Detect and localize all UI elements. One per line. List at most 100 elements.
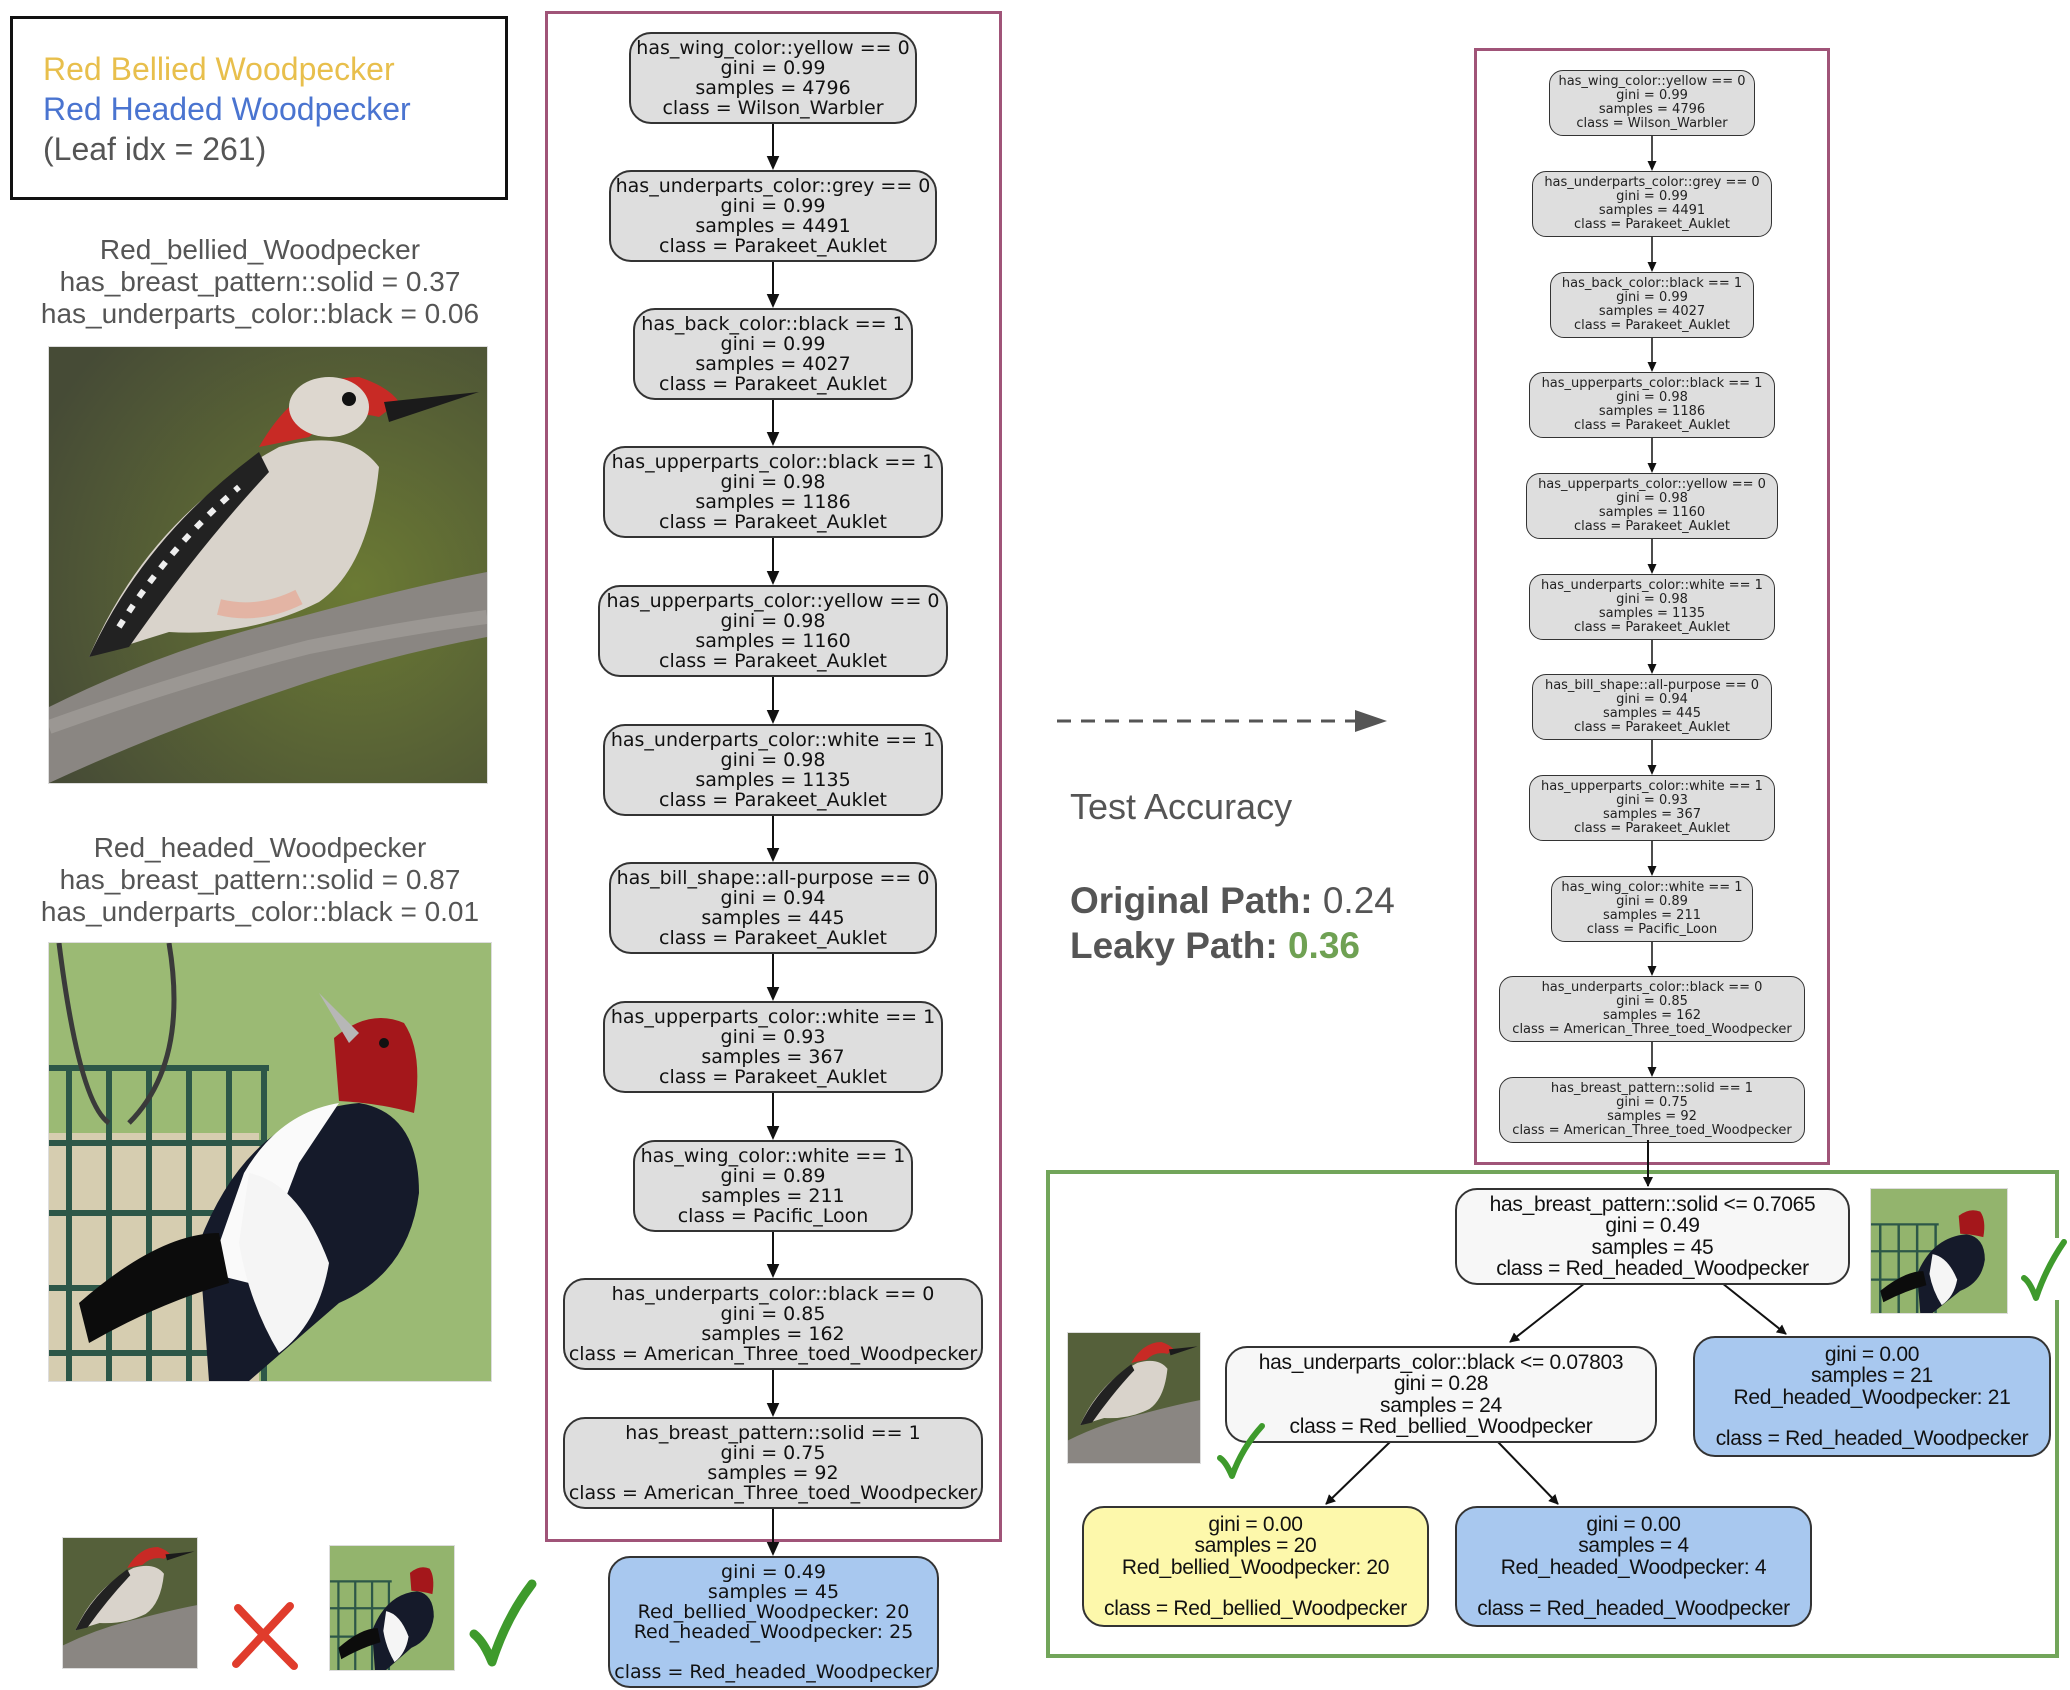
leaf-count: Red_headed_Woodpecker: 21 xyxy=(1733,1385,2011,1409)
node-rule: has_wing_color::yellow == 0 xyxy=(636,37,910,59)
leaf-count-red-bellied: Red_bellied_Woodpecker: 20 xyxy=(637,1601,910,1623)
leaf-samples: samples = 20 xyxy=(1194,1534,1317,1557)
legend-box: Red Bellied Woodpecker Red Headed Woodpe… xyxy=(10,16,508,200)
red-headed-woodpecker-photo xyxy=(48,942,492,1382)
arrowhead-icon xyxy=(1647,362,1657,372)
node-class: class = Parakeet_Auklet xyxy=(659,927,887,949)
legend-red-headed: Red Headed Woodpecker xyxy=(43,91,411,127)
arrowhead-icon xyxy=(766,1542,780,1556)
edge-left-ll xyxy=(1325,1441,1391,1505)
node-gini: gini = 0.99 xyxy=(720,57,826,79)
leaf-gini: gini = 0.00 xyxy=(1586,1512,1681,1536)
arrowhead-icon xyxy=(766,1264,780,1278)
arrowhead-icon xyxy=(1647,664,1657,674)
test-accuracy-title: Test Accuracy xyxy=(1070,786,1293,827)
node-samples: samples = 1160 xyxy=(695,630,851,652)
node-rule: has_back_color::black == 1 xyxy=(641,313,905,335)
node-samples: samples = 4796 xyxy=(1598,102,1706,117)
node-samples: samples = 211 xyxy=(1602,908,1701,923)
node-rule: has_breast_pattern::solid == 1 xyxy=(625,1422,921,1444)
node-rule: has_bill_shape::all-purpose == 0 xyxy=(616,867,930,889)
arrowhead-icon xyxy=(1647,966,1657,976)
node-rule: has_back_color::black == 1 xyxy=(1561,276,1743,291)
legend-leaf-idx: (Leaf idx = 261) xyxy=(43,131,267,167)
node-gini: gini = 0.85 xyxy=(720,1303,826,1325)
node-class: class = Parakeet_Auklet xyxy=(1574,720,1730,735)
node-rule: has_upperparts_color::white == 1 xyxy=(610,1006,936,1028)
node-rule: has_underparts_color::white == 1 xyxy=(1541,578,1763,593)
leaky-lr-leaf: gini = 0.00 samples = 4 Red_headed_Woodp… xyxy=(1455,1506,1812,1627)
cross-icon xyxy=(232,1602,298,1670)
node-class: class = Parakeet_Auklet xyxy=(1574,418,1730,433)
node-class: class = Pacific_Loon xyxy=(1586,922,1718,937)
edge-root-right xyxy=(1721,1282,1787,1335)
node-gini: gini = 0.93 xyxy=(1616,793,1688,808)
node-samples: samples = 445 xyxy=(701,907,845,929)
dashed-arrow-icon xyxy=(1057,710,1387,732)
node-rule: has_wing_color::white == 1 xyxy=(640,1145,906,1167)
leaf-class: class = Red_bellied_Woodpecker xyxy=(1104,1597,1407,1620)
node-rule: has_underparts_color::black <= 0.07803 xyxy=(1258,1350,1624,1374)
node-gini: gini = 0.85 xyxy=(1616,994,1688,1009)
node-class: class = Parakeet_Auklet xyxy=(659,373,887,395)
node-gini: gini = 0.49 xyxy=(1605,1214,1700,1237)
leaf-class: class = Red_headed_Woodpecker xyxy=(1477,1597,1790,1620)
arrowhead-icon xyxy=(766,987,780,1001)
node-rule: has_wing_color::yellow == 0 xyxy=(1558,74,1746,89)
node-samples: samples = 1135 xyxy=(695,769,851,791)
red-bellied-leaky-thumbnail-image xyxy=(1068,1333,1200,1463)
arrowhead-icon xyxy=(1647,262,1657,272)
node-class: class = Wilson_Warbler xyxy=(662,97,884,119)
node-gini: gini = 0.89 xyxy=(1616,894,1688,909)
node-samples: samples = 1186 xyxy=(1598,404,1706,419)
node-gini: gini = 0.99 xyxy=(1616,290,1688,305)
node-gini: gini = 0.98 xyxy=(720,749,826,771)
node-gini: gini = 0.98 xyxy=(1616,390,1688,405)
node-rule: has_upperparts_color::yellow == 0 xyxy=(1538,477,1766,492)
arrowhead-icon xyxy=(1647,1067,1657,1077)
node-samples: samples = 4491 xyxy=(1598,203,1706,218)
leaky-path-accuracy: Leaky Path: 0.36 xyxy=(1070,923,1395,968)
red-bellied-woodpecker-image xyxy=(49,347,487,783)
leaf-samples: samples = 45 xyxy=(707,1581,840,1603)
sample-attr: has_breast_pattern::solid = 0.87 xyxy=(59,864,461,895)
node-rule: has_underparts_color::white == 1 xyxy=(610,729,936,751)
node-gini: gini = 0.99 xyxy=(1616,189,1688,204)
leaf-gini: gini = 0.00 xyxy=(1824,1342,1920,1366)
leaf-samples: samples = 21 xyxy=(1811,1364,1933,1387)
node-class: class = American_Three_toed_Woodpecker xyxy=(568,1482,978,1504)
node-class: class = Parakeet_Auklet xyxy=(1574,620,1730,635)
red-headed-leaky-thumbnail xyxy=(1870,1188,2008,1314)
node-rule: has_underparts_color::black == 0 xyxy=(611,1283,935,1305)
sample-title: Red_bellied_Woodpecker xyxy=(99,234,421,265)
node-samples: samples = 4027 xyxy=(695,353,851,375)
node-class: class = Parakeet_Auklet xyxy=(659,511,887,533)
leaky-left-node: has_underparts_color::black <= 0.07803 g… xyxy=(1225,1346,1657,1443)
arrowhead-icon xyxy=(766,432,780,446)
original-path-value: 0.24 xyxy=(1322,880,1395,921)
red-headed-thumbnail-image xyxy=(330,1546,454,1670)
sample-title: Red_headed_Woodpecker xyxy=(93,832,427,863)
arrowhead-icon xyxy=(1647,765,1657,775)
arrowhead-icon xyxy=(1647,161,1657,171)
arrowhead-icon xyxy=(766,156,780,170)
node-rule: has_upperparts_color::white == 1 xyxy=(1541,779,1763,794)
original-leaf-node: gini = 0.49 samples = 45 Red_bellied_Woo… xyxy=(608,1556,939,1688)
node-samples: samples = 367 xyxy=(1602,807,1701,822)
sample-caption-red-bellied: Red_bellied_Woodpecker has_breast_patter… xyxy=(0,234,520,330)
sample-attr: has_underparts_color::black = 0.01 xyxy=(40,896,480,927)
node-rule: has_underparts_color::grey == 0 xyxy=(1544,175,1760,190)
leaky-right-leaf: gini = 0.00 samples = 21 Red_headed_Wood… xyxy=(1693,1336,2051,1457)
edge-root-left xyxy=(1509,1282,1586,1343)
leaf-count: Red_headed_Woodpecker: 4 xyxy=(1500,1555,1767,1579)
